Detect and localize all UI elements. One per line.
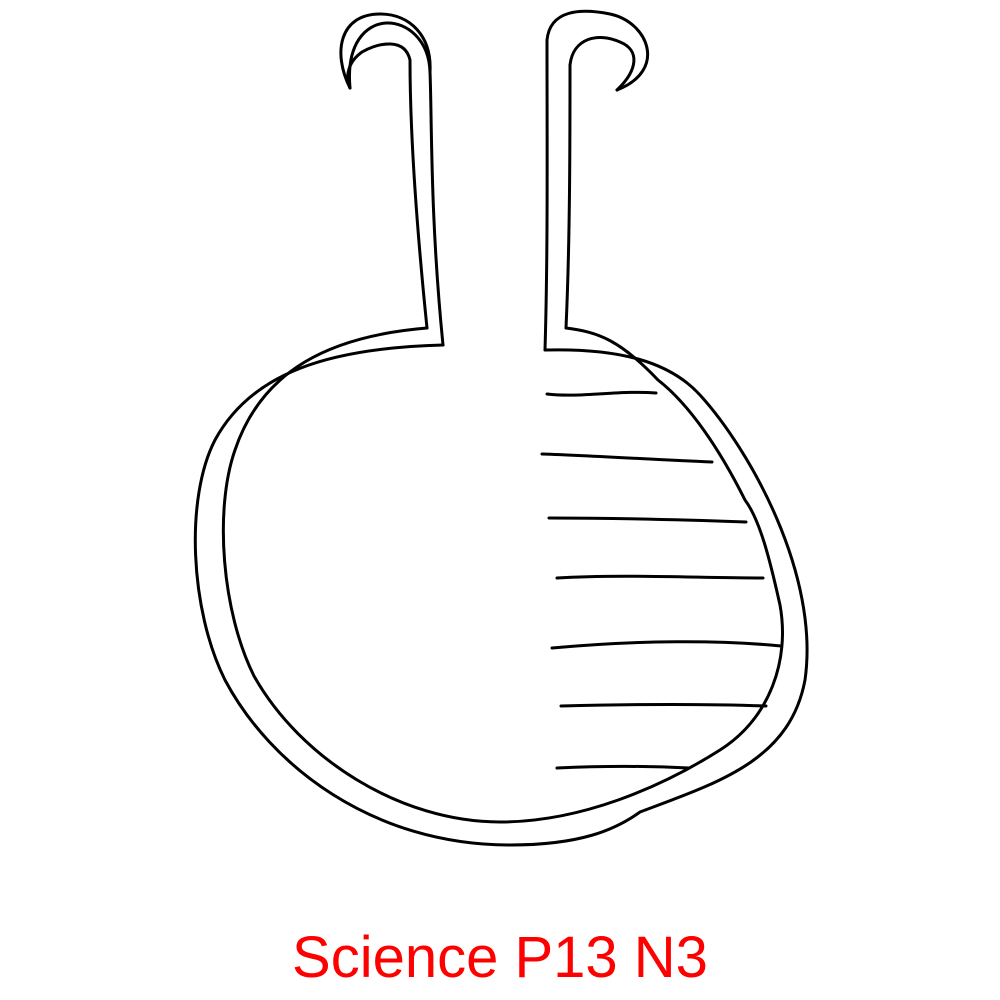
- right-tube-inner: [564, 63, 572, 330]
- liquid-fill-line: [547, 516, 748, 524]
- liquid-fill-line: [545, 390, 658, 397]
- bulb-outer-wall-body: [193, 343, 809, 847]
- liquid-fill-line: [550, 640, 783, 650]
- left-hook-outer: [339, 12, 432, 90]
- left-tube-inner: [346, 42, 429, 330]
- right-tube-outer: [543, 9, 649, 352]
- liquid-fill-line: [540, 452, 714, 464]
- right-hook-inner: [568, 36, 636, 92]
- figure-caption: Science P13 N3: [292, 925, 708, 990]
- bulb-inner-wall: [221, 326, 784, 824]
- liquid-fill-line: [555, 765, 691, 770]
- liquid-fill-line: [559, 703, 768, 708]
- liquid-fill-line: [555, 574, 765, 580]
